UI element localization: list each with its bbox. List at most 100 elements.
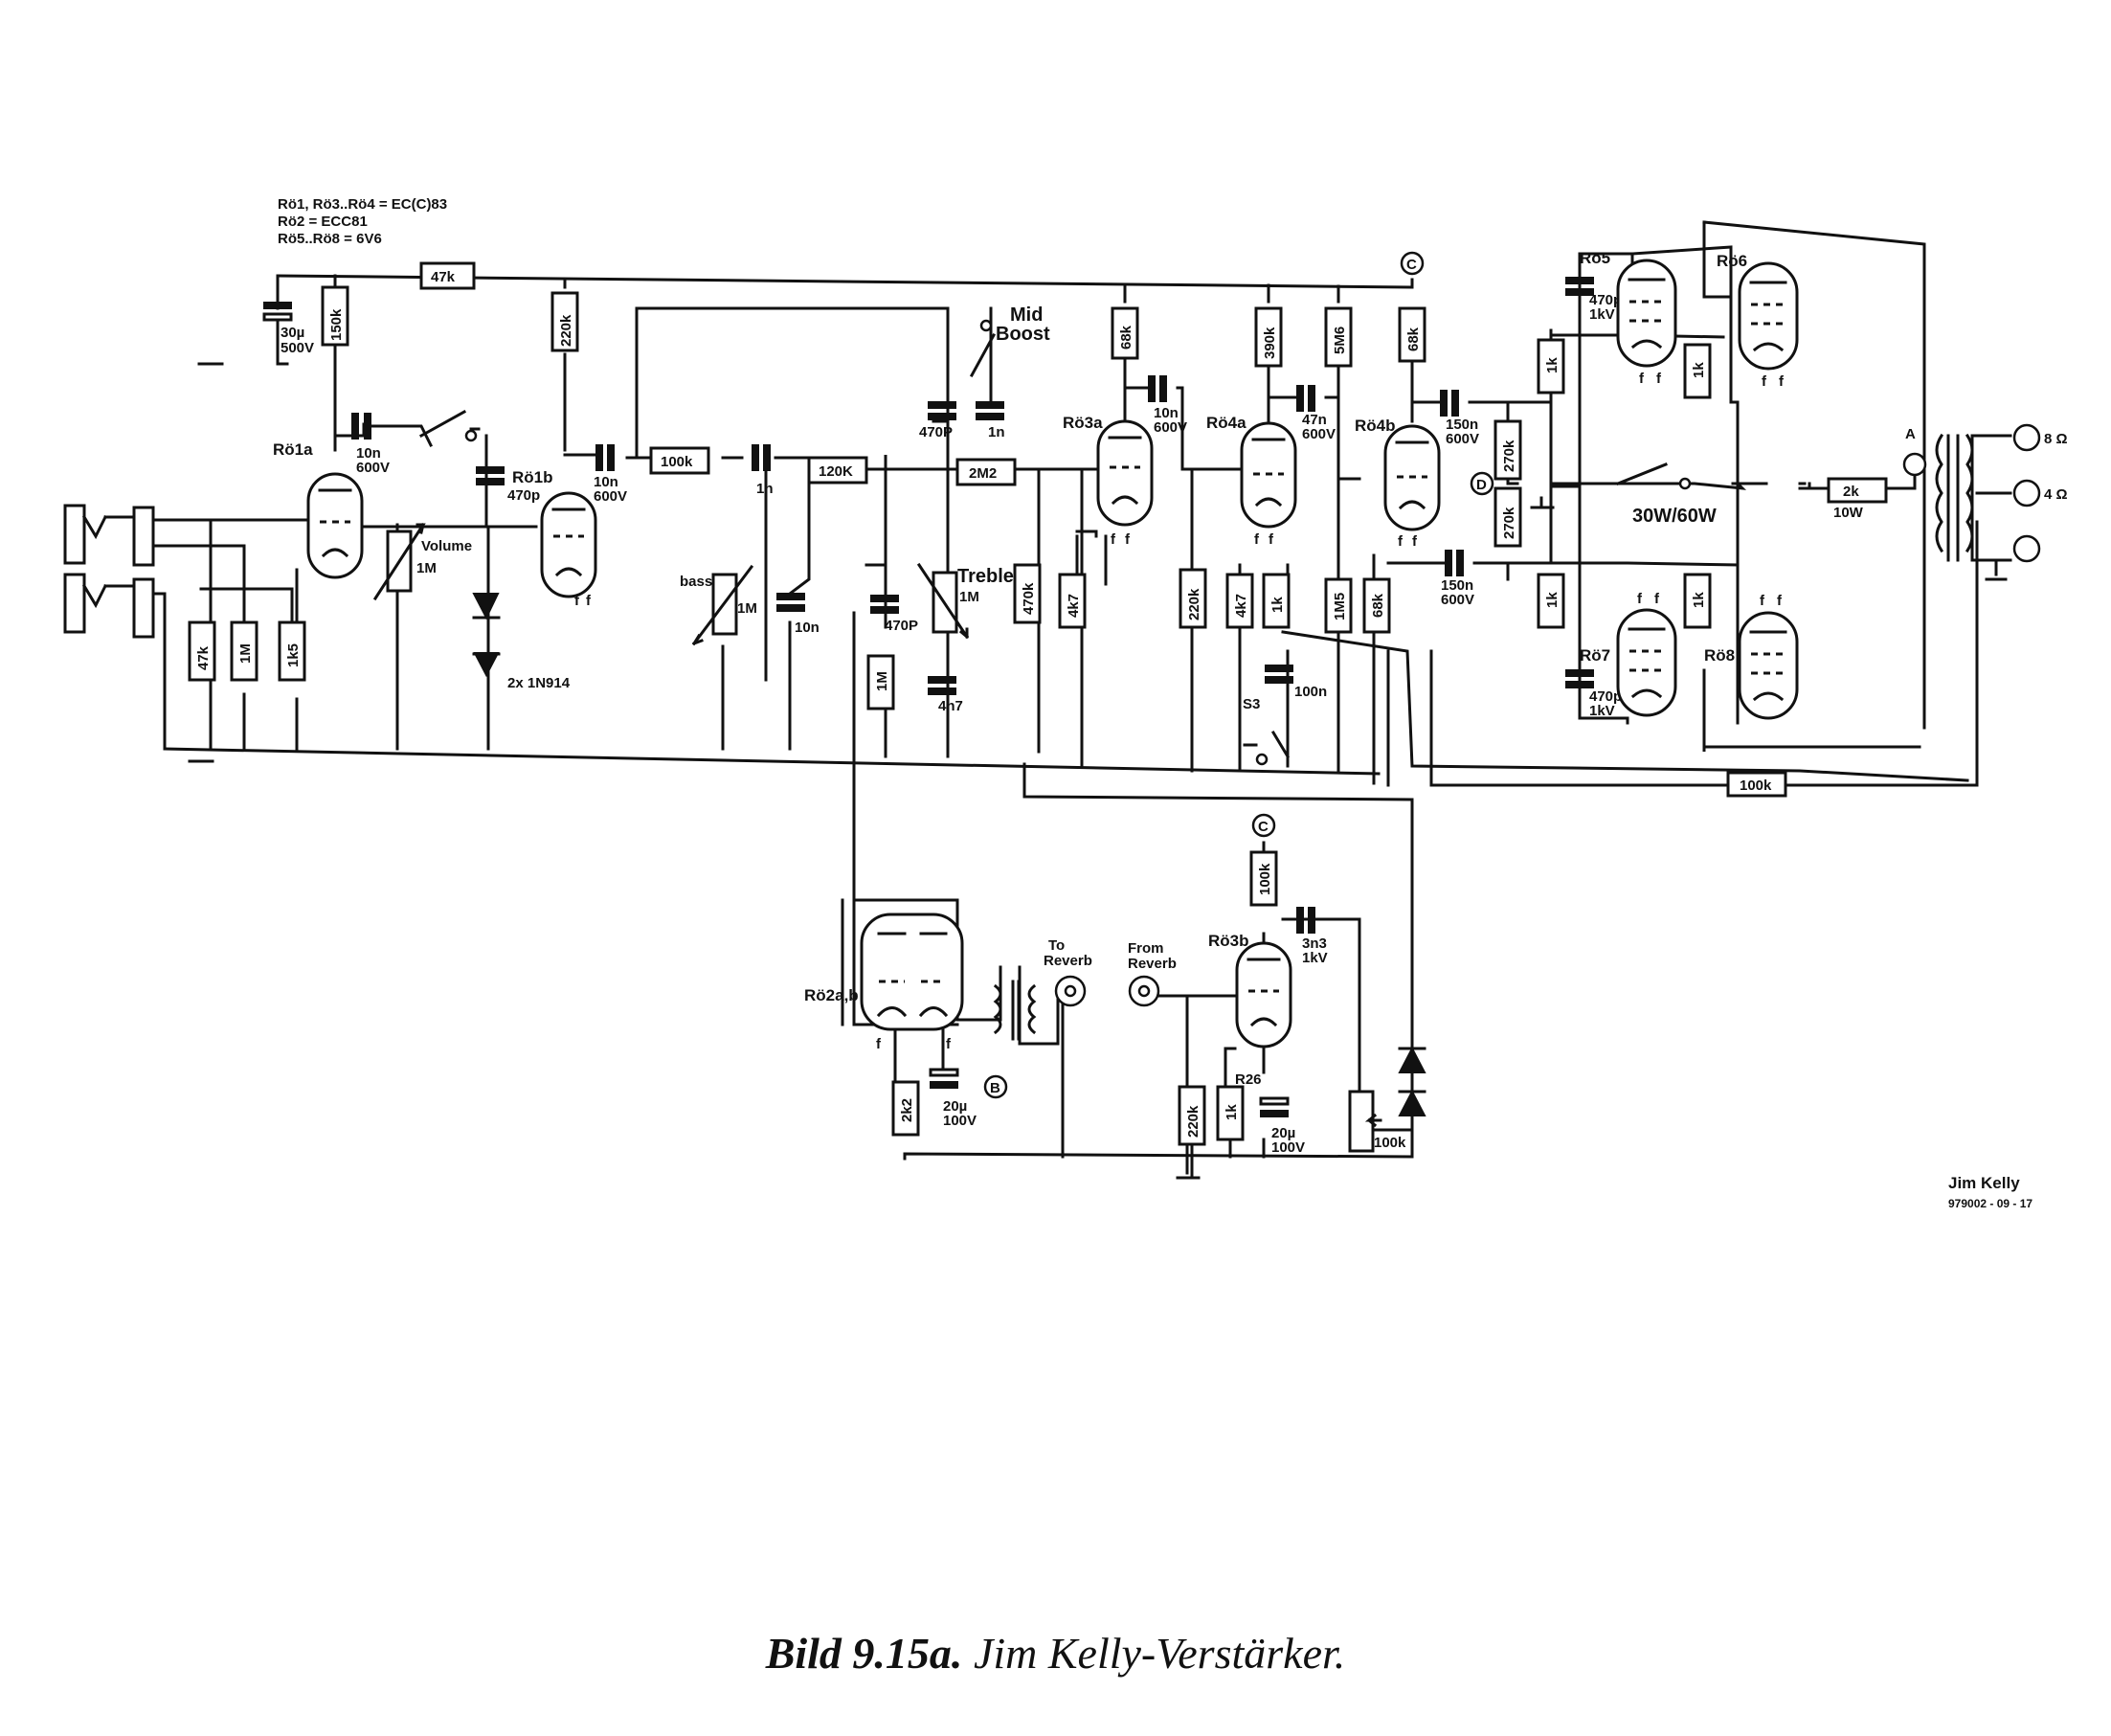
- label-1k5: 1k5: [285, 643, 302, 667]
- resistor-2k2: 2k2: [891, 1080, 920, 1137]
- controls: Volume 1M bass 1M Treble 1M Mid Boost S: [372, 304, 1717, 1153]
- note-line-1: Rö1, Rö3..Rö4 = EC(C)83: [278, 196, 447, 213]
- power-mode-switch[interactable]: 30W/60W: [1616, 462, 1717, 527]
- label-470p-ro7: 470p: [1589, 688, 1622, 705]
- tube-label-ro8: Rö8: [1704, 646, 1735, 665]
- capacitor-470p-mid: 470P: [919, 401, 956, 440]
- label-150k: 150k: [328, 308, 345, 341]
- label-20u-b-v: 100V: [1271, 1139, 1305, 1156]
- resistor-47k-top: 47k: [419, 261, 476, 290]
- capacitor-100n: 100n: [1265, 665, 1327, 700]
- label-treble: Treble: [957, 566, 1014, 587]
- capacitor-1n-mid: 1n: [976, 401, 1005, 440]
- filament-ro1b-1: f: [574, 593, 580, 609]
- tube-label-ro1b: Rö1b: [512, 468, 553, 486]
- speaker-output-common[interactable]: [2012, 534, 2041, 563]
- filament-ro4b-1: f: [1398, 533, 1404, 550]
- tube-label-ro7: Rö7: [1580, 646, 1610, 665]
- speaker-output-4[interactable]: 4 Ω: [2012, 479, 2068, 507]
- label-30u: 30µ: [281, 325, 304, 341]
- resistor-150k: 150k: [321, 285, 349, 347]
- tube-label-ro5: Rö5: [1580, 249, 1610, 267]
- reverb-transformer: [993, 980, 1037, 1041]
- filament-ro7-1: f: [1637, 591, 1643, 607]
- resistor-68k-ro3a: 68k: [1111, 306, 1139, 360]
- label-treble-value: 1M: [959, 589, 979, 605]
- label-reverb-pot: 100k: [1374, 1135, 1406, 1151]
- resistor-1k-ro8: 1k: [1683, 573, 1712, 629]
- filament-ro1b-2: f: [586, 593, 592, 609]
- label-from: From: [1128, 940, 1164, 957]
- label-10n-ro3a-v: 600V: [1154, 419, 1187, 436]
- connectors: To Reverb From Reverb C C D B A: [63, 251, 2068, 1099]
- filament-ro5-2: f: [1656, 371, 1662, 387]
- tube-ro4a: Rö4a: [1206, 414, 1297, 529]
- label-68k-ro4b-cathode: 68k: [1370, 593, 1386, 618]
- s3-switch[interactable]: S3: [1243, 696, 1269, 766]
- label-r26: R26: [1235, 1071, 1262, 1088]
- resistor-220k-ro4a: 220k: [1179, 568, 1207, 629]
- label-power-mode: 30W/60W: [1632, 506, 1717, 527]
- label-diodes: 2x 1N914: [507, 675, 571, 691]
- filament-ro6-2: f: [1779, 373, 1785, 390]
- label-bass-value: 1M: [737, 600, 757, 617]
- filament-ro7-2: f: [1654, 591, 1660, 607]
- label-1k-ro4a: 1k: [1269, 597, 1286, 613]
- input-jack-1[interactable]: [63, 504, 155, 567]
- bass-pot: bass 1M: [680, 564, 757, 646]
- resistor-100k-ro3b: 100k: [1249, 850, 1278, 907]
- tube-ro5: Rö5: [1580, 249, 1677, 368]
- wiring: [142, 220, 2012, 1180]
- node-a: A: [1902, 426, 1927, 477]
- resistor-1m5: 1M5: [1324, 577, 1353, 634]
- caption-text: Jim Kelly-Verstärker.: [973, 1629, 1346, 1678]
- reverb-pot: 100k: [1348, 1090, 1406, 1153]
- author-name: Jim Kelly: [1948, 1174, 2020, 1192]
- resistor-220k-reverb: 220k: [1178, 1085, 1206, 1146]
- label-5m6: 5M6: [1332, 327, 1348, 354]
- resistor-68k-ro4b-cathode: 68k: [1362, 577, 1391, 634]
- speaker-output-8[interactable]: 8 Ω: [2012, 423, 2068, 452]
- label-20u-a-v: 100V: [943, 1113, 977, 1129]
- capacitor-150n-a: 150n 600V: [1440, 390, 1479, 447]
- label-1m-input: 1M: [237, 643, 254, 664]
- resistor-4k7-ro3a: 4k7: [1058, 573, 1087, 629]
- filament-ro3a-2: f: [1125, 531, 1131, 548]
- to-reverb-jack[interactable]: To Reverb: [1044, 937, 1092, 1007]
- label-1k-ro7: 1k: [1544, 592, 1561, 608]
- resistor-100k-feedback: 100k: [1726, 771, 1787, 798]
- label-10n-a-v: 600V: [356, 460, 390, 476]
- label-120k: 120K: [819, 463, 853, 480]
- capacitor-4n7: 4n7: [928, 676, 963, 714]
- node-c-top-label: C: [1406, 257, 1417, 273]
- note-line-3: Rö5..Rö8 = 6V6: [278, 231, 382, 247]
- tube-label-ro2: Rö2a,b: [804, 986, 859, 1004]
- resistor-68k-ro4b: 68k: [1398, 306, 1426, 363]
- tube-ro8: Rö8: [1704, 611, 1799, 720]
- label-390k: 390k: [1262, 327, 1278, 359]
- input-jack-2[interactable]: [63, 573, 155, 639]
- capacitor-3n3: 3n3 1kV: [1296, 907, 1328, 966]
- node-a-label: A: [1905, 426, 1916, 442]
- from-reverb-jack[interactable]: From Reverb: [1128, 940, 1177, 1007]
- capacitors: 30µ 500V 10n 600V 470p 10n 600V 1n: [262, 277, 1622, 1156]
- resistor-2k-10w: 2k 10W: [1827, 477, 1888, 521]
- label-1k-ro5: 1k: [1544, 357, 1561, 373]
- label-4-ohm: 4 Ω: [2044, 486, 2068, 503]
- resistor-270k-b: 270k: [1493, 486, 1522, 548]
- tube-ro6: Rö6: [1717, 252, 1799, 371]
- tube-label-ro4a: Rö4a: [1206, 414, 1246, 432]
- capacitor-10n-a: 10n 600V: [351, 413, 390, 476]
- diode-1n914-a: [472, 593, 501, 620]
- resistor-100k-tone: 100k: [649, 446, 710, 475]
- resistor-220k-ro1b: 220k: [550, 291, 579, 352]
- resistor-120k: 120K: [807, 456, 868, 485]
- label-4k7-ro4a: 4k7: [1233, 594, 1249, 618]
- capacitor-10n-ro3a: 10n 600V: [1148, 375, 1187, 436]
- volume-bright-switch[interactable]: [418, 409, 478, 442]
- diode-reverb-a: [1398, 1046, 1426, 1073]
- capacitor-470p-treble: 470P: [870, 595, 918, 634]
- label-20u-a: 20µ: [943, 1098, 967, 1115]
- mid-boost-switch[interactable]: Mid Boost: [969, 304, 1050, 378]
